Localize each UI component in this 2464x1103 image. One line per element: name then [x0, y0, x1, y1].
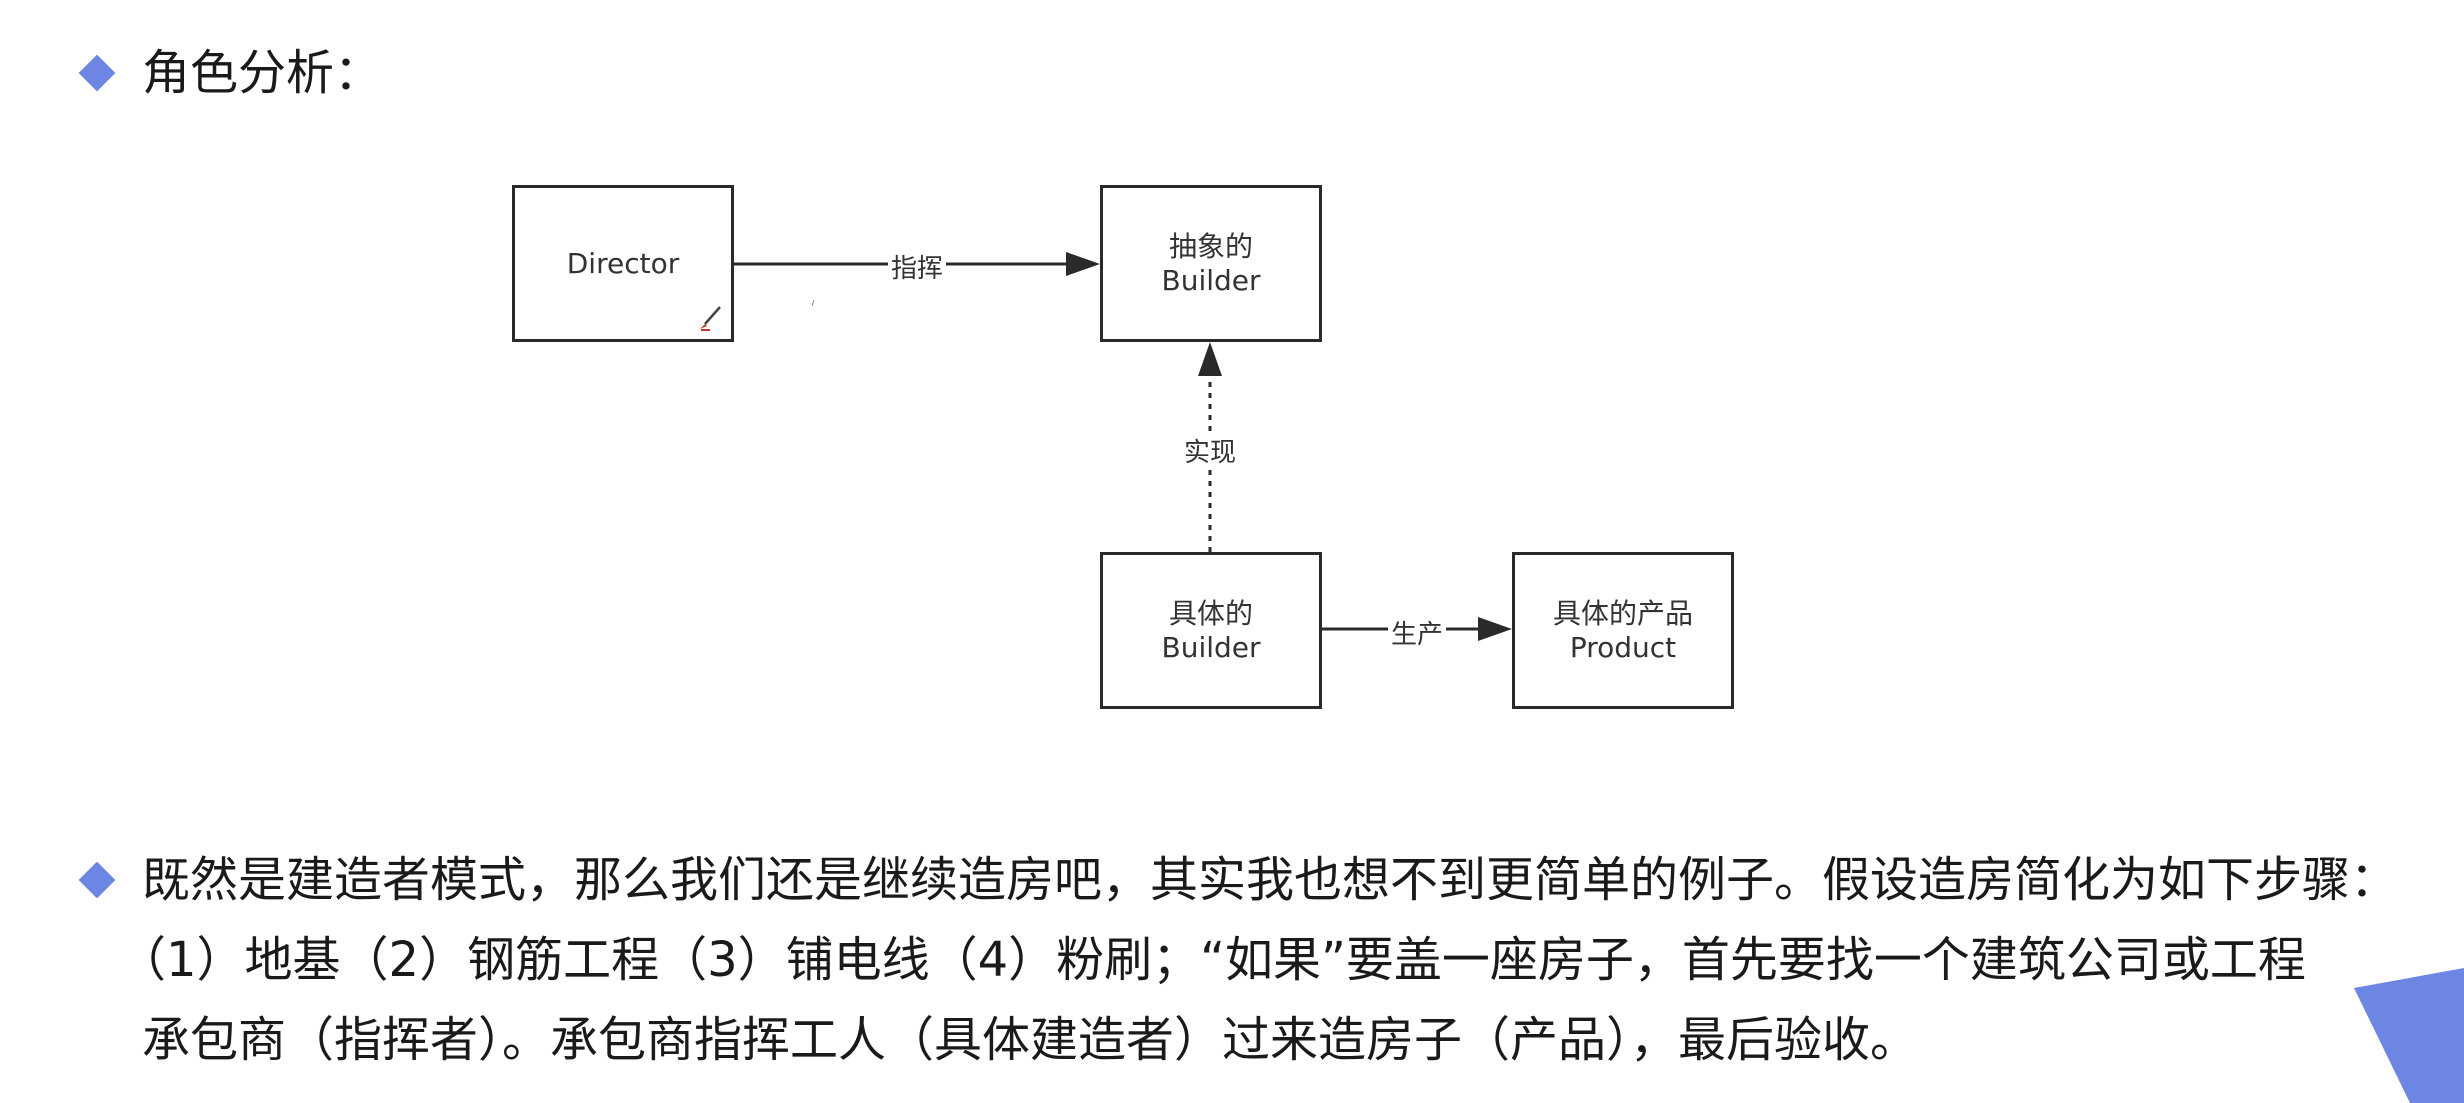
pen-icon: [700, 306, 721, 331]
edge-implement-arrowhead: [1198, 342, 1222, 376]
concrete-builder-line1: 具体的: [1168, 596, 1253, 630]
abstract-builder-box: 抽象的 Builder: [1100, 185, 1322, 342]
product-line2: Product: [1569, 630, 1677, 664]
paragraph-line-3: 承包商（指挥者）。承包商指挥工人（具体建造者）过来造房子（产品），最后验收。: [142, 1012, 1919, 1068]
product-line1: 具体的产品: [1552, 596, 1693, 630]
paragraph-line-1: 既然是建造者模式，那么我们还是继续造房吧，其实我也想不到更简单的例子。假设造房简…: [142, 852, 2399, 908]
edge-direct-label: 指挥: [888, 248, 947, 285]
edge-implement-label: 实现: [1181, 432, 1240, 469]
product-box: 具体的产品 Product: [1512, 552, 1734, 709]
abstract-builder-line2: Builder: [1161, 263, 1261, 297]
abstract-builder-line1: 抽象的: [1168, 229, 1253, 263]
stray-mark: [811, 299, 815, 307]
edge-produce-label: 生产: [1388, 614, 1447, 651]
concrete-builder-line2: Builder: [1161, 630, 1261, 664]
paragraph-line-2: （1）地基（2）钢筋工程（3）铺电线（4）粉刷；“如果”要盖一座房子，首先要找一…: [118, 932, 2306, 988]
concrete-builder-box: 具体的 Builder: [1100, 552, 1322, 709]
section-heading: 角色分析：: [142, 45, 383, 101]
director-label: Director: [566, 246, 680, 280]
director-box: Director: [512, 185, 734, 342]
edge-produce-arrowhead: [1478, 617, 1512, 641]
edge-direct-arrowhead: [1066, 252, 1100, 276]
